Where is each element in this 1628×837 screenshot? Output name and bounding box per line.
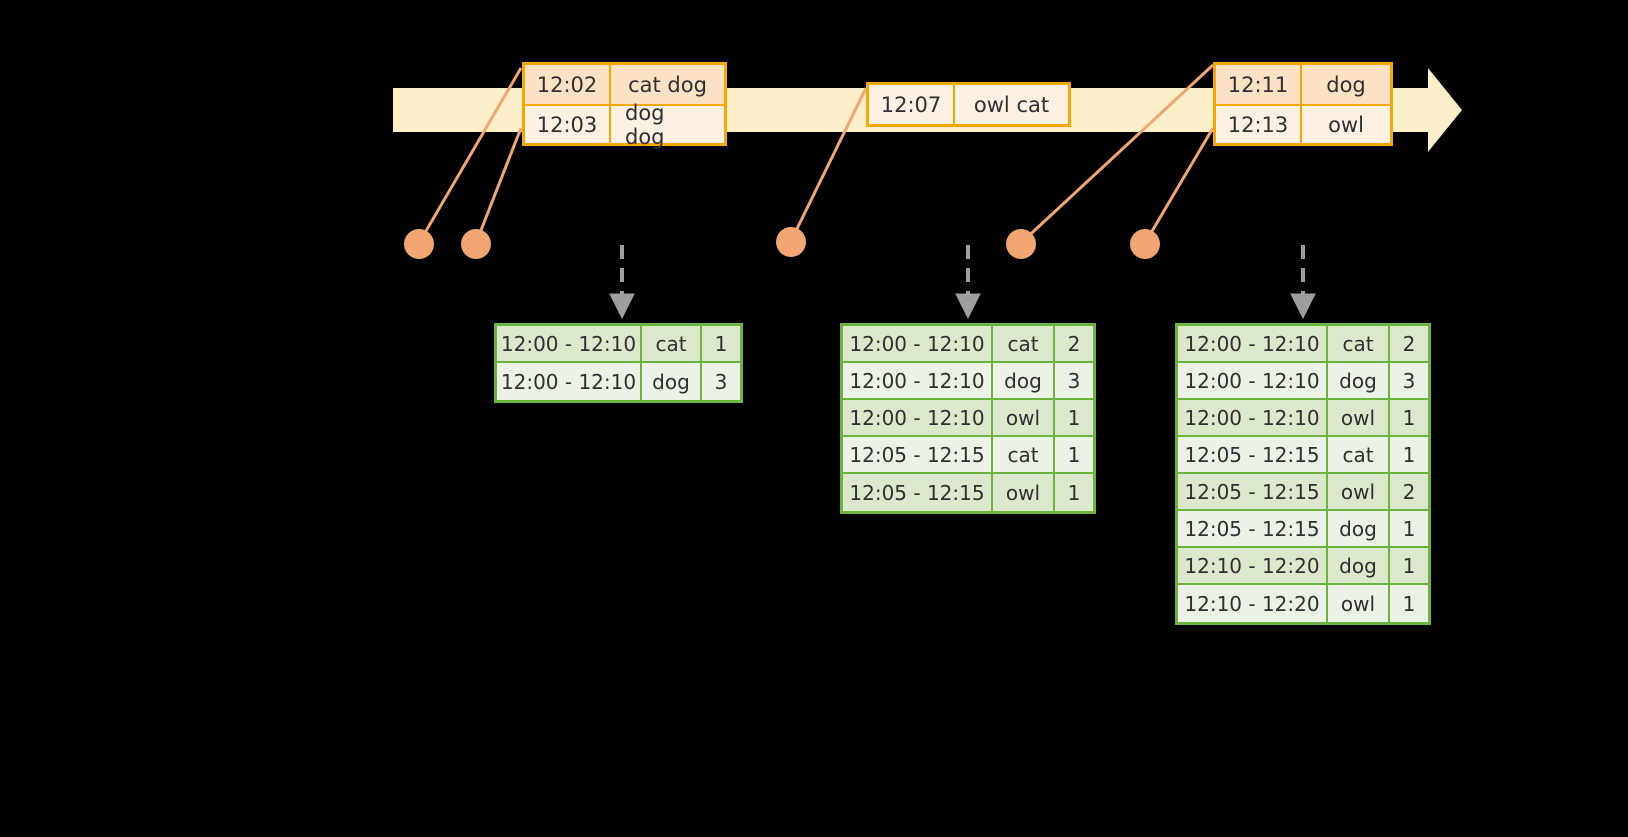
- table-row[interactable]: 12:05 - 12:15 owl 1: [843, 474, 1093, 511]
- event-dot-1: [404, 229, 434, 259]
- table-row[interactable]: 12:00 - 12:10 dog 3: [497, 363, 740, 400]
- window-cell: 12:00 - 12:10: [1178, 326, 1328, 361]
- emit-arrow-2: [955, 245, 981, 320]
- table-row[interactable]: 12:00 - 12:10 owl 1: [1178, 400, 1428, 437]
- result-table-1[interactable]: 12:00 - 12:10 cat 1 12:00 - 12:10 dog 3: [494, 323, 743, 403]
- table-row[interactable]: 12:10 - 12:20 owl 1: [1178, 585, 1428, 622]
- count-cell: 1: [714, 331, 728, 356]
- count-cell: 3: [1402, 368, 1416, 393]
- key-cell: cat: [1328, 437, 1390, 472]
- window-cell: 12:00 - 12:10: [1178, 400, 1328, 435]
- event-time: 12:07: [869, 85, 955, 124]
- event-words: cat dog: [628, 72, 707, 97]
- count-cell: 1: [1402, 591, 1416, 616]
- event-row[interactable]: 12:07 owl cat: [869, 85, 1068, 124]
- event-row[interactable]: 12:11 dog: [1216, 65, 1390, 104]
- emit-arrow-1: [609, 245, 635, 320]
- table-row[interactable]: 12:00 - 12:10 dog 3: [1178, 363, 1428, 400]
- connector-lines: [417, 63, 1215, 245]
- event-time: 12:13: [1216, 106, 1302, 143]
- event-time: 12:03: [525, 106, 611, 143]
- count-cell: 1: [1402, 442, 1416, 467]
- window-cell: 12:05 - 12:15: [843, 437, 993, 472]
- event-row[interactable]: 12:13 owl: [1216, 104, 1390, 143]
- count-cell: 1: [1067, 405, 1081, 430]
- count-cell: 1: [1067, 480, 1081, 505]
- window-cell: 12:10 - 12:20: [1178, 585, 1328, 622]
- count-cell: 1: [1402, 553, 1416, 578]
- result-table-3[interactable]: 12:00 - 12:10 cat 2 12:00 - 12:10 dog 3 …: [1175, 323, 1431, 625]
- window-cell: 12:00 - 12:10: [843, 400, 993, 435]
- event-dot-2: [461, 229, 491, 259]
- window-cell: 12:05 - 12:15: [843, 474, 993, 511]
- key-cell: dog: [993, 363, 1055, 398]
- window-cell: 12:00 - 12:10: [843, 363, 993, 398]
- table-row[interactable]: 12:00 - 12:10 owl 1: [843, 400, 1093, 437]
- event-dot-5: [1130, 229, 1160, 259]
- connector-line-2: [474, 127, 523, 244]
- event-group-2[interactable]: 12:07 owl cat: [866, 82, 1071, 127]
- key-cell: dog: [1328, 511, 1390, 546]
- table-row[interactable]: 12:00 - 12:10 cat 1: [497, 326, 740, 363]
- event-dot-3: [776, 227, 806, 257]
- connector-line-5: [1143, 127, 1215, 244]
- event-words: owl: [1328, 112, 1364, 137]
- key-cell: owl: [1328, 585, 1390, 622]
- event-time: 12:11: [1216, 65, 1302, 104]
- window-cell: 12:10 - 12:20: [1178, 548, 1328, 583]
- table-row[interactable]: 12:05 - 12:15 cat 1: [1178, 437, 1428, 474]
- table-row[interactable]: 12:00 - 12:10 cat 2: [1178, 326, 1428, 363]
- connector-line-1: [417, 67, 523, 244]
- event-words: owl cat: [973, 92, 1050, 117]
- table-row[interactable]: 12:05 - 12:15 dog 1: [1178, 511, 1428, 548]
- count-cell: 1: [1067, 442, 1081, 467]
- event-row[interactable]: 12:02 cat dog: [525, 65, 724, 104]
- count-cell: 2: [1402, 331, 1416, 356]
- event-words: dog dog: [625, 100, 665, 149]
- key-cell: cat: [993, 326, 1055, 361]
- key-cell: owl: [1328, 400, 1390, 435]
- window-cell: 12:05 - 12:15: [1178, 511, 1328, 546]
- event-dot-4: [1006, 229, 1036, 259]
- emit-arrow-3: [1290, 245, 1316, 320]
- event-time: 12:02: [525, 65, 611, 104]
- event-row[interactable]: 12:03 dog dog: [525, 100, 724, 149]
- event-group-1[interactable]: 12:02 cat dog 12:03 dog dog: [522, 62, 727, 149]
- table-row[interactable]: 12:05 - 12:15 cat 1: [843, 437, 1093, 474]
- window-cell: 12:00 - 12:10: [1178, 363, 1328, 398]
- emit-arrows: [609, 245, 1316, 320]
- key-cell: cat: [1328, 326, 1390, 361]
- window-cell: 12:00 - 12:10: [843, 326, 993, 361]
- table-row[interactable]: 12:05 - 12:15 owl 2: [1178, 474, 1428, 511]
- key-cell: cat: [642, 326, 702, 361]
- key-cell: owl: [993, 474, 1055, 511]
- event-dots: [404, 227, 1160, 259]
- connector-line-3: [789, 87, 868, 242]
- event-group-3[interactable]: 12:11 dog 12:13 owl: [1213, 62, 1393, 146]
- count-cell: 3: [714, 369, 728, 394]
- window-cell: 12:00 - 12:10: [497, 363, 642, 400]
- window-cell: 12:05 - 12:15: [1178, 474, 1328, 509]
- window-cell: 12:00 - 12:10: [497, 326, 642, 361]
- count-cell: 1: [1402, 516, 1416, 541]
- count-cell: 1: [1402, 405, 1416, 430]
- table-row[interactable]: 12:00 - 12:10 cat 2: [843, 326, 1093, 363]
- key-cell: dog: [1328, 548, 1390, 583]
- count-cell: 3: [1067, 368, 1081, 393]
- key-cell: dog: [642, 363, 702, 400]
- count-cell: 2: [1402, 479, 1416, 504]
- connector-line-4: [1019, 63, 1215, 245]
- count-cell: 2: [1067, 331, 1081, 356]
- table-row[interactable]: 12:10 - 12:20 dog 1: [1178, 548, 1428, 585]
- key-cell: owl: [1328, 474, 1390, 509]
- table-row[interactable]: 12:00 - 12:10 dog 3: [843, 363, 1093, 400]
- result-table-2[interactable]: 12:00 - 12:10 cat 2 12:00 - 12:10 dog 3 …: [840, 323, 1096, 514]
- event-words: dog: [1326, 72, 1366, 97]
- key-cell: owl: [993, 400, 1055, 435]
- key-cell: cat: [993, 437, 1055, 472]
- window-cell: 12:05 - 12:15: [1178, 437, 1328, 472]
- key-cell: dog: [1328, 363, 1390, 398]
